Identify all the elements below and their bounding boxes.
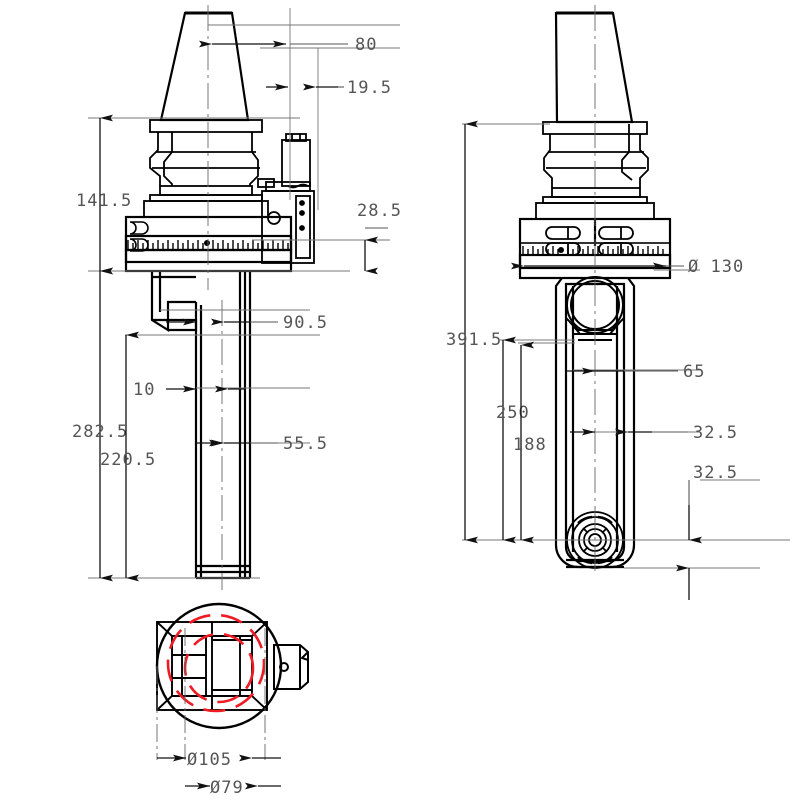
dim-label-80: 80 bbox=[355, 35, 377, 55]
dim-label-55-5: 55.5 bbox=[283, 434, 328, 454]
dim-label-282-5: 282.5 bbox=[72, 422, 128, 442]
bottom-side-tab bbox=[273, 644, 309, 690]
dim-label-28-5: 28.5 bbox=[357, 201, 402, 221]
dim-label-65: 65 bbox=[683, 362, 705, 382]
front-coolant-block bbox=[257, 133, 315, 264]
front-view-dimensions: 80 19.5 141.5 28.5 90.5 bbox=[72, 8, 402, 582]
dim-label-141-5: 141.5 bbox=[76, 191, 132, 211]
view-side bbox=[518, 5, 672, 575]
dim-label-90-5: 90.5 bbox=[283, 313, 328, 333]
bottom-view-dimensions: Ø105 Ø79 bbox=[157, 750, 281, 798]
dim-220-5: 220.5 bbox=[100, 331, 156, 582]
side-taper-shank bbox=[554, 11, 634, 124]
dim-label-dia-79: Ø79 bbox=[210, 778, 244, 798]
dim-label-dia-105: Ø105 bbox=[187, 750, 232, 770]
dim-label-250: 250 bbox=[496, 403, 530, 423]
dim-55-5: 55.5 bbox=[196, 434, 328, 454]
dim-dia-130: Ø 130 bbox=[511, 257, 744, 277]
view-bottom bbox=[155, 602, 309, 760]
front-body-block bbox=[124, 215, 293, 264]
front-taper-shank bbox=[159, 11, 250, 122]
dim-391-5: 391.5 bbox=[446, 120, 502, 544]
dim-188: 188 bbox=[513, 341, 547, 544]
dim-label-32-5-b: 32.5 bbox=[693, 463, 738, 483]
dim-19-5: 19.5 bbox=[266, 78, 392, 98]
dim-dia-105: Ø105 bbox=[157, 750, 281, 770]
bottom-centerline bbox=[156, 628, 266, 760]
dim-label-dia-130: Ø 130 bbox=[688, 257, 744, 277]
dim-label-10: 10 bbox=[133, 380, 155, 400]
dim-label-19-5: 19.5 bbox=[347, 78, 392, 98]
dim-32-5-b: 32.5 bbox=[676, 463, 738, 600]
dim-label-220-5: 220.5 bbox=[100, 450, 156, 470]
dim-65: 65 bbox=[566, 362, 705, 382]
dim-141-5: 141.5 bbox=[76, 114, 132, 275]
front-flange-collar bbox=[143, 119, 269, 218]
front-lower-arm bbox=[150, 271, 252, 580]
dim-label-188: 188 bbox=[513, 435, 547, 455]
dim-label-32-5-a: 32.5 bbox=[693, 423, 738, 443]
dim-282-5: 282.5 bbox=[72, 267, 128, 582]
dim-90-5: 90.5 bbox=[166, 313, 328, 333]
view-front bbox=[124, 5, 315, 590]
dim-dia-79: Ø79 bbox=[185, 778, 281, 798]
side-body-slots bbox=[545, 226, 634, 256]
front-centerline bbox=[207, 5, 223, 590]
dim-28-5: 28.5 bbox=[357, 201, 402, 275]
dim-32-5-a: 32.5 bbox=[570, 423, 738, 443]
front-body-lower bbox=[124, 248, 293, 273]
dim-10: 10 bbox=[133, 380, 245, 400]
side-view-dimensions: Ø 130 391.5 250 188 65 32.5 bbox=[446, 120, 790, 600]
front-graduation-ring bbox=[125, 235, 292, 251]
dim-label-391-5: 391.5 bbox=[446, 330, 502, 350]
dim-80: 80 bbox=[199, 35, 377, 55]
